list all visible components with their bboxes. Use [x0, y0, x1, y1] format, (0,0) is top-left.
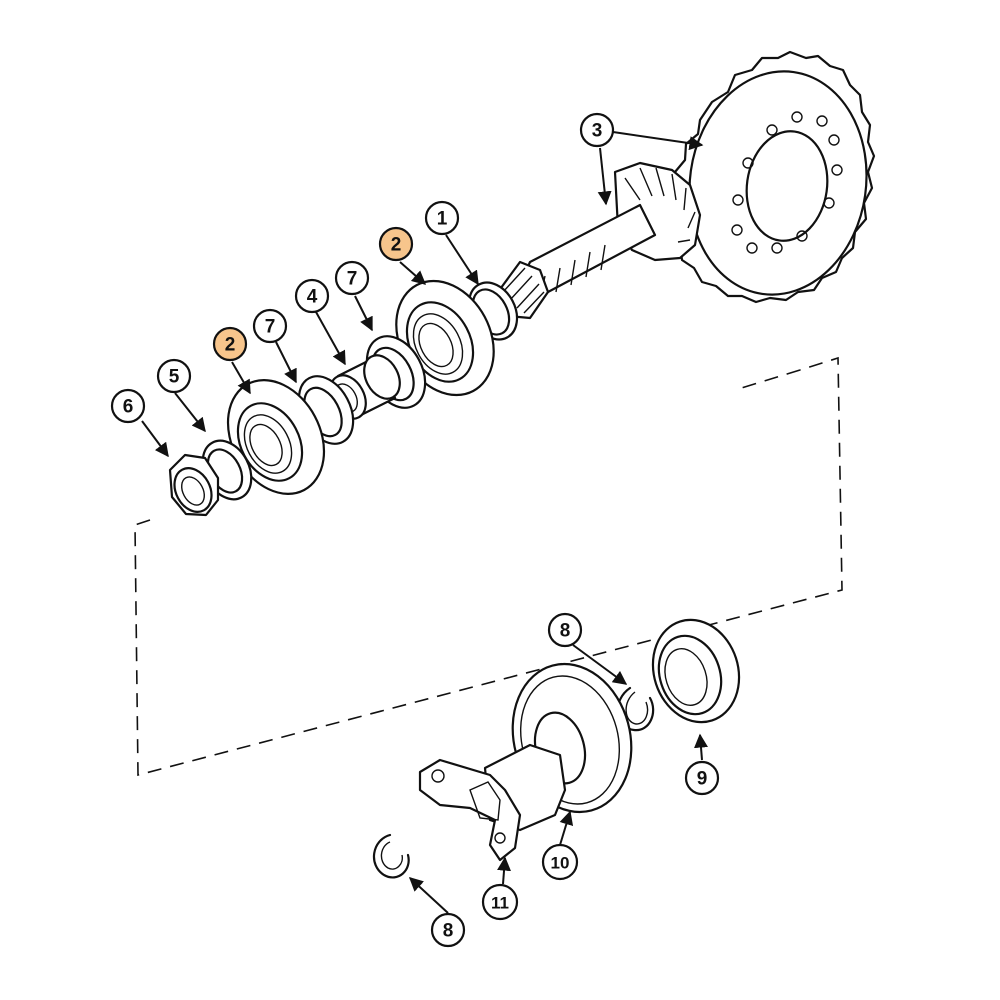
callout-8-upper: 8 [547, 612, 583, 648]
callout-2-inner-bearing: 2 [378, 226, 414, 262]
callout-1-label: 1 [437, 209, 448, 230]
callout-2-outer-bearing: 2 [212, 326, 248, 362]
callout-10-label: 10 [551, 854, 570, 873]
leader-lines [141, 131, 708, 914]
nut [168, 453, 220, 517]
ring-gear [668, 50, 876, 304]
yoke [418, 743, 567, 862]
callout-6-label: 6 [123, 397, 134, 418]
callout-9: 9 [684, 760, 720, 796]
callout-4: 4 [294, 278, 330, 314]
oil-seal [651, 618, 741, 724]
ring-gear-bolt-holes [731, 111, 843, 254]
outer-bearing [226, 379, 326, 495]
callout-1: 1 [424, 200, 460, 236]
callout-7-lower: 7 [252, 308, 288, 344]
callout-3-label: 3 [592, 121, 603, 142]
callout-6: 6 [110, 388, 146, 424]
callout-11: 11 [481, 883, 519, 921]
callout-9-label: 9 [697, 769, 708, 790]
callout-7-upper: 7 [334, 260, 370, 296]
callout-2a-label: 2 [391, 235, 402, 256]
callout-3: 3 [579, 112, 615, 148]
callout-2b-label: 2 [225, 335, 236, 356]
assembly-dashed-link [734, 369, 801, 391]
callout-8-lower: 8 [430, 912, 466, 948]
snap-ring-lower [373, 833, 410, 879]
callout-5-label: 5 [169, 367, 180, 388]
callout-8a-label: 8 [560, 621, 571, 642]
callout-7b-label: 7 [347, 269, 358, 290]
callout-11-label: 11 [491, 894, 509, 913]
callout-10: 10 [541, 843, 579, 881]
pinion-shaft [493, 161, 702, 320]
callout-5: 5 [156, 358, 192, 394]
callout-7a-label: 7 [265, 317, 276, 338]
callout-4-label: 4 [307, 287, 318, 308]
callout-8b-label: 8 [443, 921, 454, 942]
assembly-dashed-outline [134, 356, 843, 777]
